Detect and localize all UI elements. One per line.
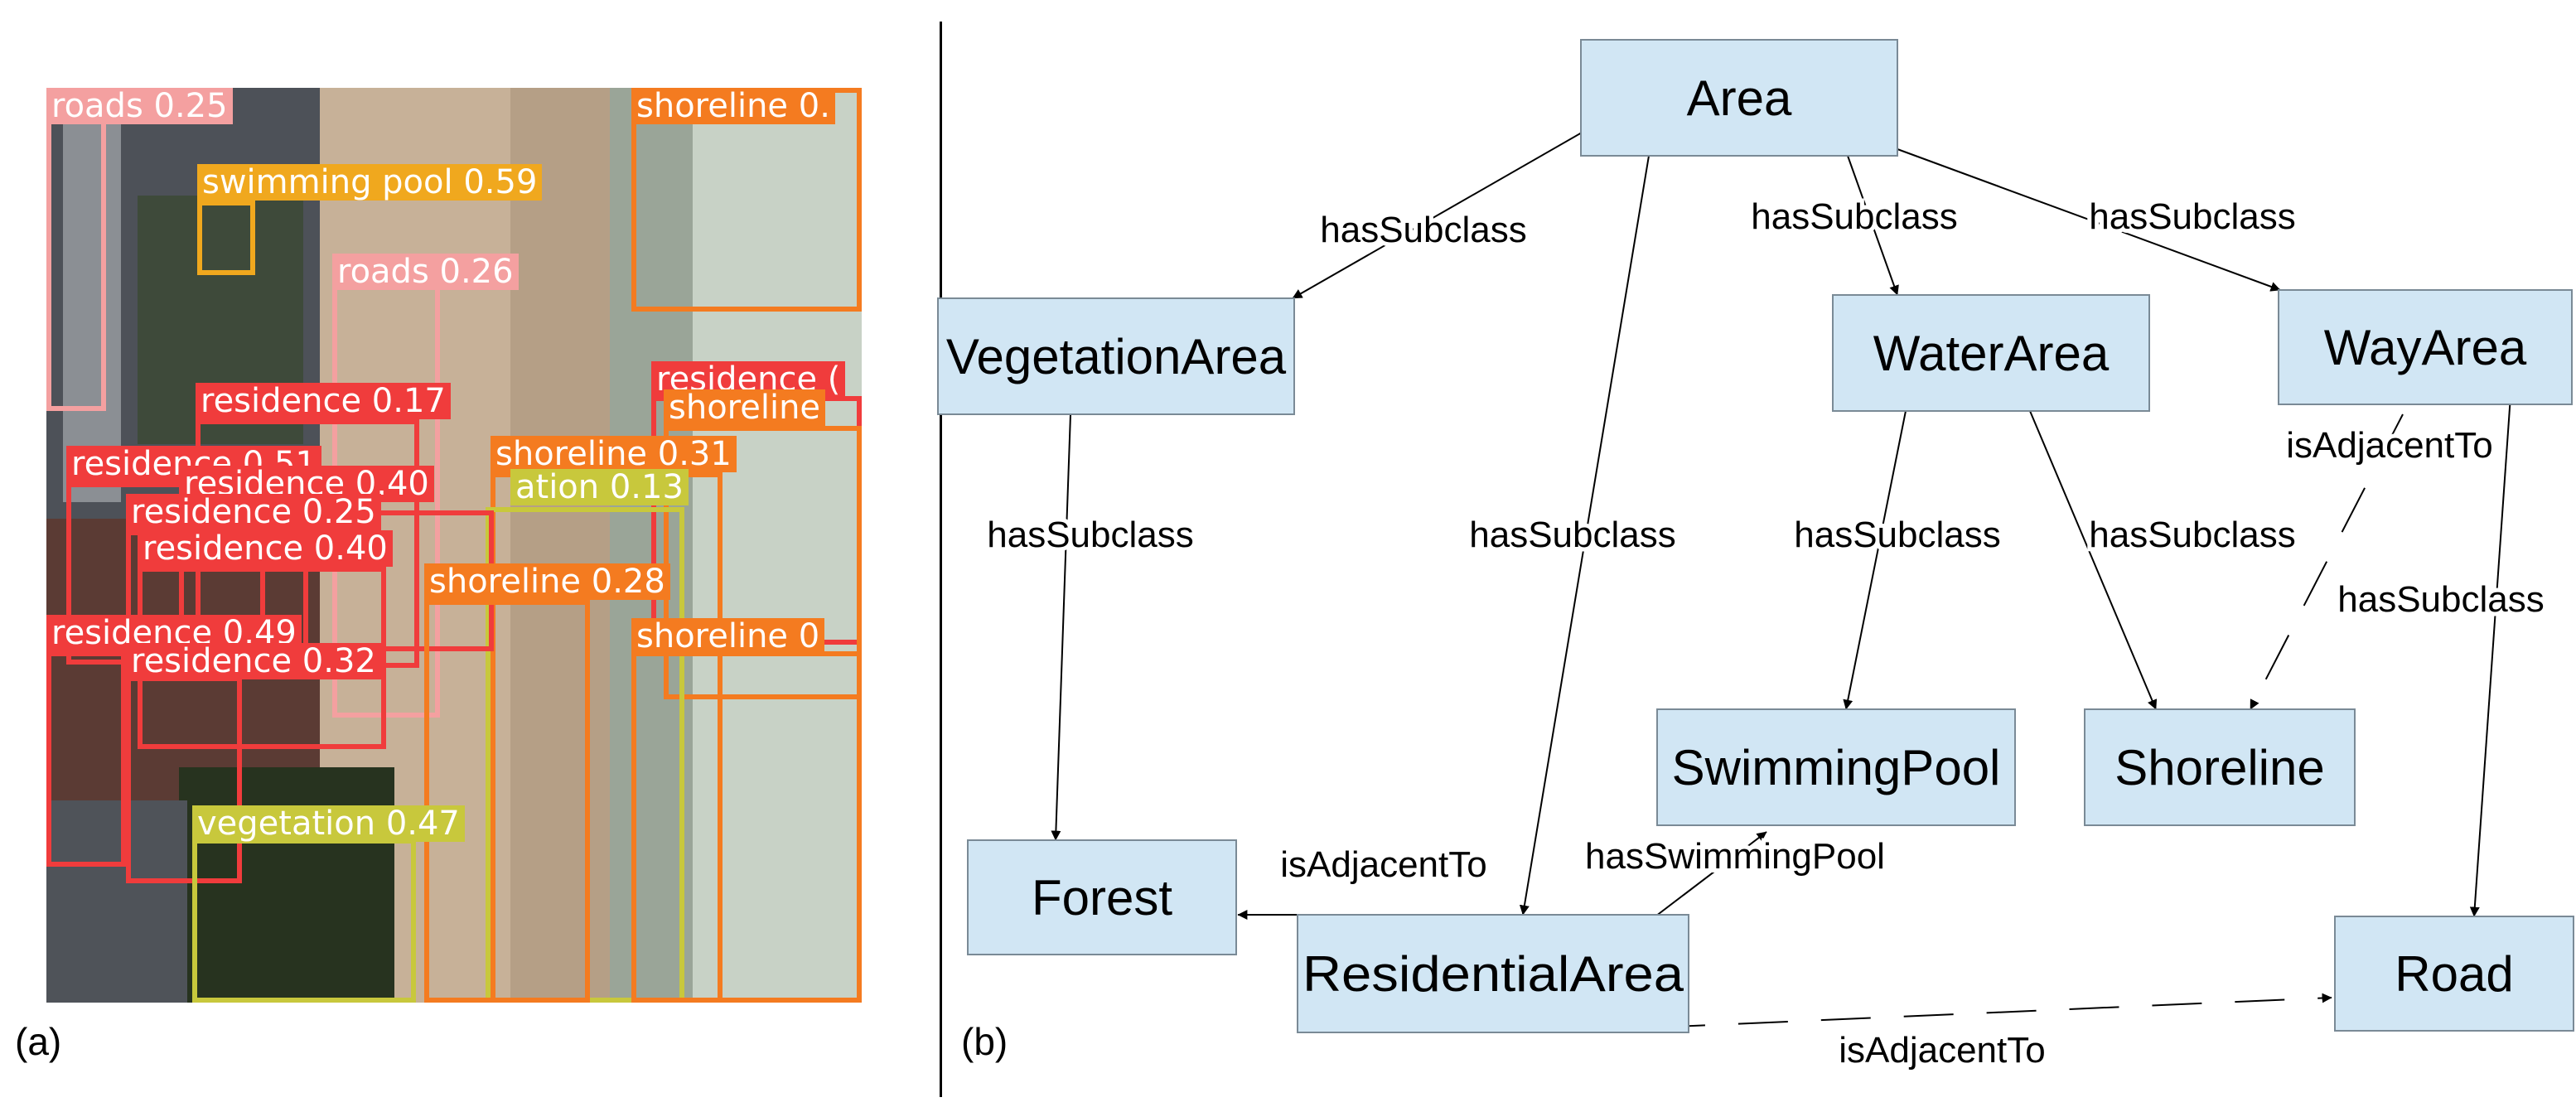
node-way-area: WayArea <box>2278 289 2573 405</box>
edge-label-area-water: hasSubclass <box>1751 196 1957 237</box>
node-shoreline: Shoreline <box>2084 708 2356 826</box>
edge-water-pool <box>1843 410 1907 710</box>
node-box-water-area <box>1832 294 2150 412</box>
node-box-swimming-pool <box>1656 708 2016 826</box>
edge-residential-road <box>1655 993 2332 1028</box>
detection-label-residence-8: residence 0.32 <box>126 643 381 679</box>
edge-label-residential-forest: isAdjacentTo <box>1280 844 1486 885</box>
node-residential-area: ResidentialArea <box>1297 914 1689 1033</box>
edge-area-water <box>1847 155 1899 296</box>
node-box-way-area <box>2278 289 2573 405</box>
edge-label-residential-pool: hasSwimmingPool <box>1585 836 1885 877</box>
detection-label-shoreline-1: shoreline 0. <box>631 88 835 124</box>
detection-box-shoreline-2 <box>664 426 862 699</box>
detection-label-shoreline-4: shoreline 0.28 <box>424 563 670 600</box>
edge-label-vegetation-forest: hasSubclass <box>987 515 1193 555</box>
panel-label-a: (a) <box>15 1020 62 1063</box>
edge-label-residential-road: isAdjacentTo <box>1839 1030 2045 1071</box>
node-label-road: Road <box>2395 946 2513 1002</box>
edge-label-area-vegetation: hasSubclass <box>1320 210 1526 250</box>
edge-label-area-residential: hasSubclass <box>1469 515 1675 555</box>
edge-label-water-pool: hasSubclass <box>1794 515 2000 555</box>
node-label-swimming-pool: SwimmingPool <box>1672 740 2001 795</box>
node-box-area <box>1580 39 1898 157</box>
edge-area-residential <box>1519 155 1650 916</box>
node-box-shoreline <box>2084 708 2356 826</box>
node-box-residential-area <box>1297 914 1689 1033</box>
edge-area-way <box>1897 148 2281 292</box>
edge-label-area-way: hasSubclass <box>2089 196 2295 237</box>
detection-label-swimming-pool: swimming pool 0.59 <box>197 164 543 201</box>
edge-label-water-shoreline: hasSubclass <box>2089 515 2295 555</box>
detection-label-vegetation-2: vegetation 0.47 <box>192 805 465 842</box>
edge-way-shoreline <box>2250 413 2404 710</box>
detection-label-residence-1: residence 0.17 <box>196 383 451 419</box>
aerial-image: roads 0.25 roads 0.26 swimming pool 0.59… <box>46 88 862 1003</box>
edge-water-shoreline <box>2029 410 2158 710</box>
node-road: Road <box>2334 916 2574 1032</box>
edge-label-way-road: hasSubclass <box>2337 579 2544 620</box>
edge-vegetation-forest <box>1051 413 1071 841</box>
node-label-water-area: WaterArea <box>1873 326 2110 381</box>
detection-box-swimming-pool <box>197 201 255 275</box>
detection-label-vegetation-1: ation 0.13 <box>510 469 689 505</box>
node-label-way-area: WayArea <box>2324 320 2527 375</box>
node-forest: Forest <box>967 839 1237 955</box>
detection-panel: roads 0.25 roads 0.26 swimming pool 0.59… <box>0 0 928 1107</box>
node-label-vegetation-area: VegetationArea <box>946 329 1287 384</box>
node-box-road <box>2334 916 2574 1032</box>
panel-label-b: (b) <box>961 1020 1008 1063</box>
detection-label-roads-1: roads 0.25 <box>46 88 233 124</box>
node-area: Area <box>1580 39 1898 157</box>
node-label-shoreline: Shoreline <box>2114 740 2325 795</box>
detection-box-shoreline-4 <box>424 600 590 1003</box>
node-label-residential-area: ResidentialArea <box>1302 946 1684 1002</box>
node-box-forest <box>967 839 1237 955</box>
edge-label-way-shoreline: isAdjacentTo <box>2286 425 2492 466</box>
edge-residential-pool <box>1648 831 1767 922</box>
node-label-forest: Forest <box>1032 870 1172 926</box>
panel-divider <box>940 22 942 1097</box>
detection-label-shoreline-3: shoreline 0.31 <box>491 436 737 472</box>
node-box-vegetation-area <box>937 297 1295 415</box>
node-water-area: WaterArea <box>1832 294 2150 412</box>
detection-label-roads-2: roads 0.26 <box>332 254 519 290</box>
node-label-area: Area <box>1687 70 1792 126</box>
detection-label-residence-5: residence 0.25 <box>126 494 381 530</box>
edge-way-road <box>2469 395 2511 917</box>
node-vegetation-area: VegetationArea <box>937 297 1295 415</box>
detection-label-shoreline-5: shoreline 0 <box>631 618 825 655</box>
edge-area-vegetation <box>1292 122 1600 299</box>
detection-label-residence-6: residence 0.40 <box>138 530 393 567</box>
detection-label-shoreline-2: shoreline <box>664 389 826 426</box>
detection-box-residence-7 <box>46 651 126 867</box>
node-swimming-pool: SwimmingPool <box>1656 708 2016 826</box>
